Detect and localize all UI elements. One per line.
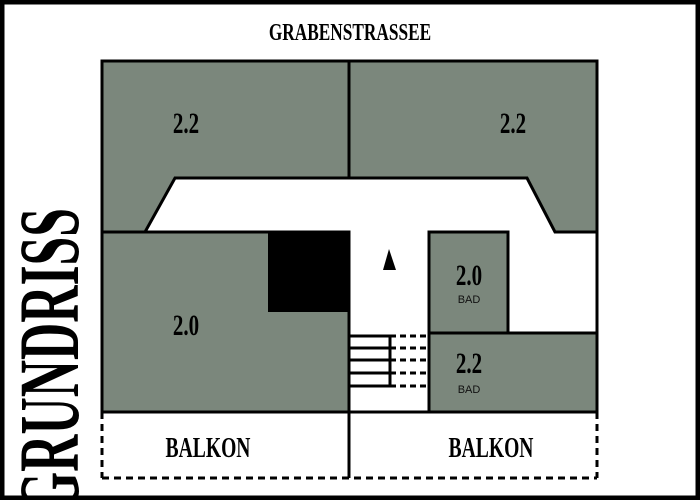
street-title: GRABENSTRASSEE: [269, 18, 431, 46]
up-arrow-icon: [383, 249, 396, 270]
room-value: 2.2: [456, 346, 482, 380]
balcony-label: BALKON: [166, 433, 251, 464]
room-value: 2.0: [456, 258, 482, 292]
room-value: 2.0: [173, 308, 199, 342]
room-value: 2.2: [500, 106, 526, 140]
side-title: GRUNDRISS: [3, 208, 98, 500]
room-value: 2.2: [173, 106, 199, 140]
shaft-block: [268, 232, 349, 312]
outer-wall: [100, 59, 599, 414]
balcony-outline: [100, 412, 599, 480]
stairs: [349, 334, 429, 388]
room-label: BAD: [458, 384, 481, 396]
balcony-label: BALKON: [449, 433, 534, 464]
room-label: BAD: [458, 294, 481, 306]
room-bath-lower: [427, 331, 599, 414]
